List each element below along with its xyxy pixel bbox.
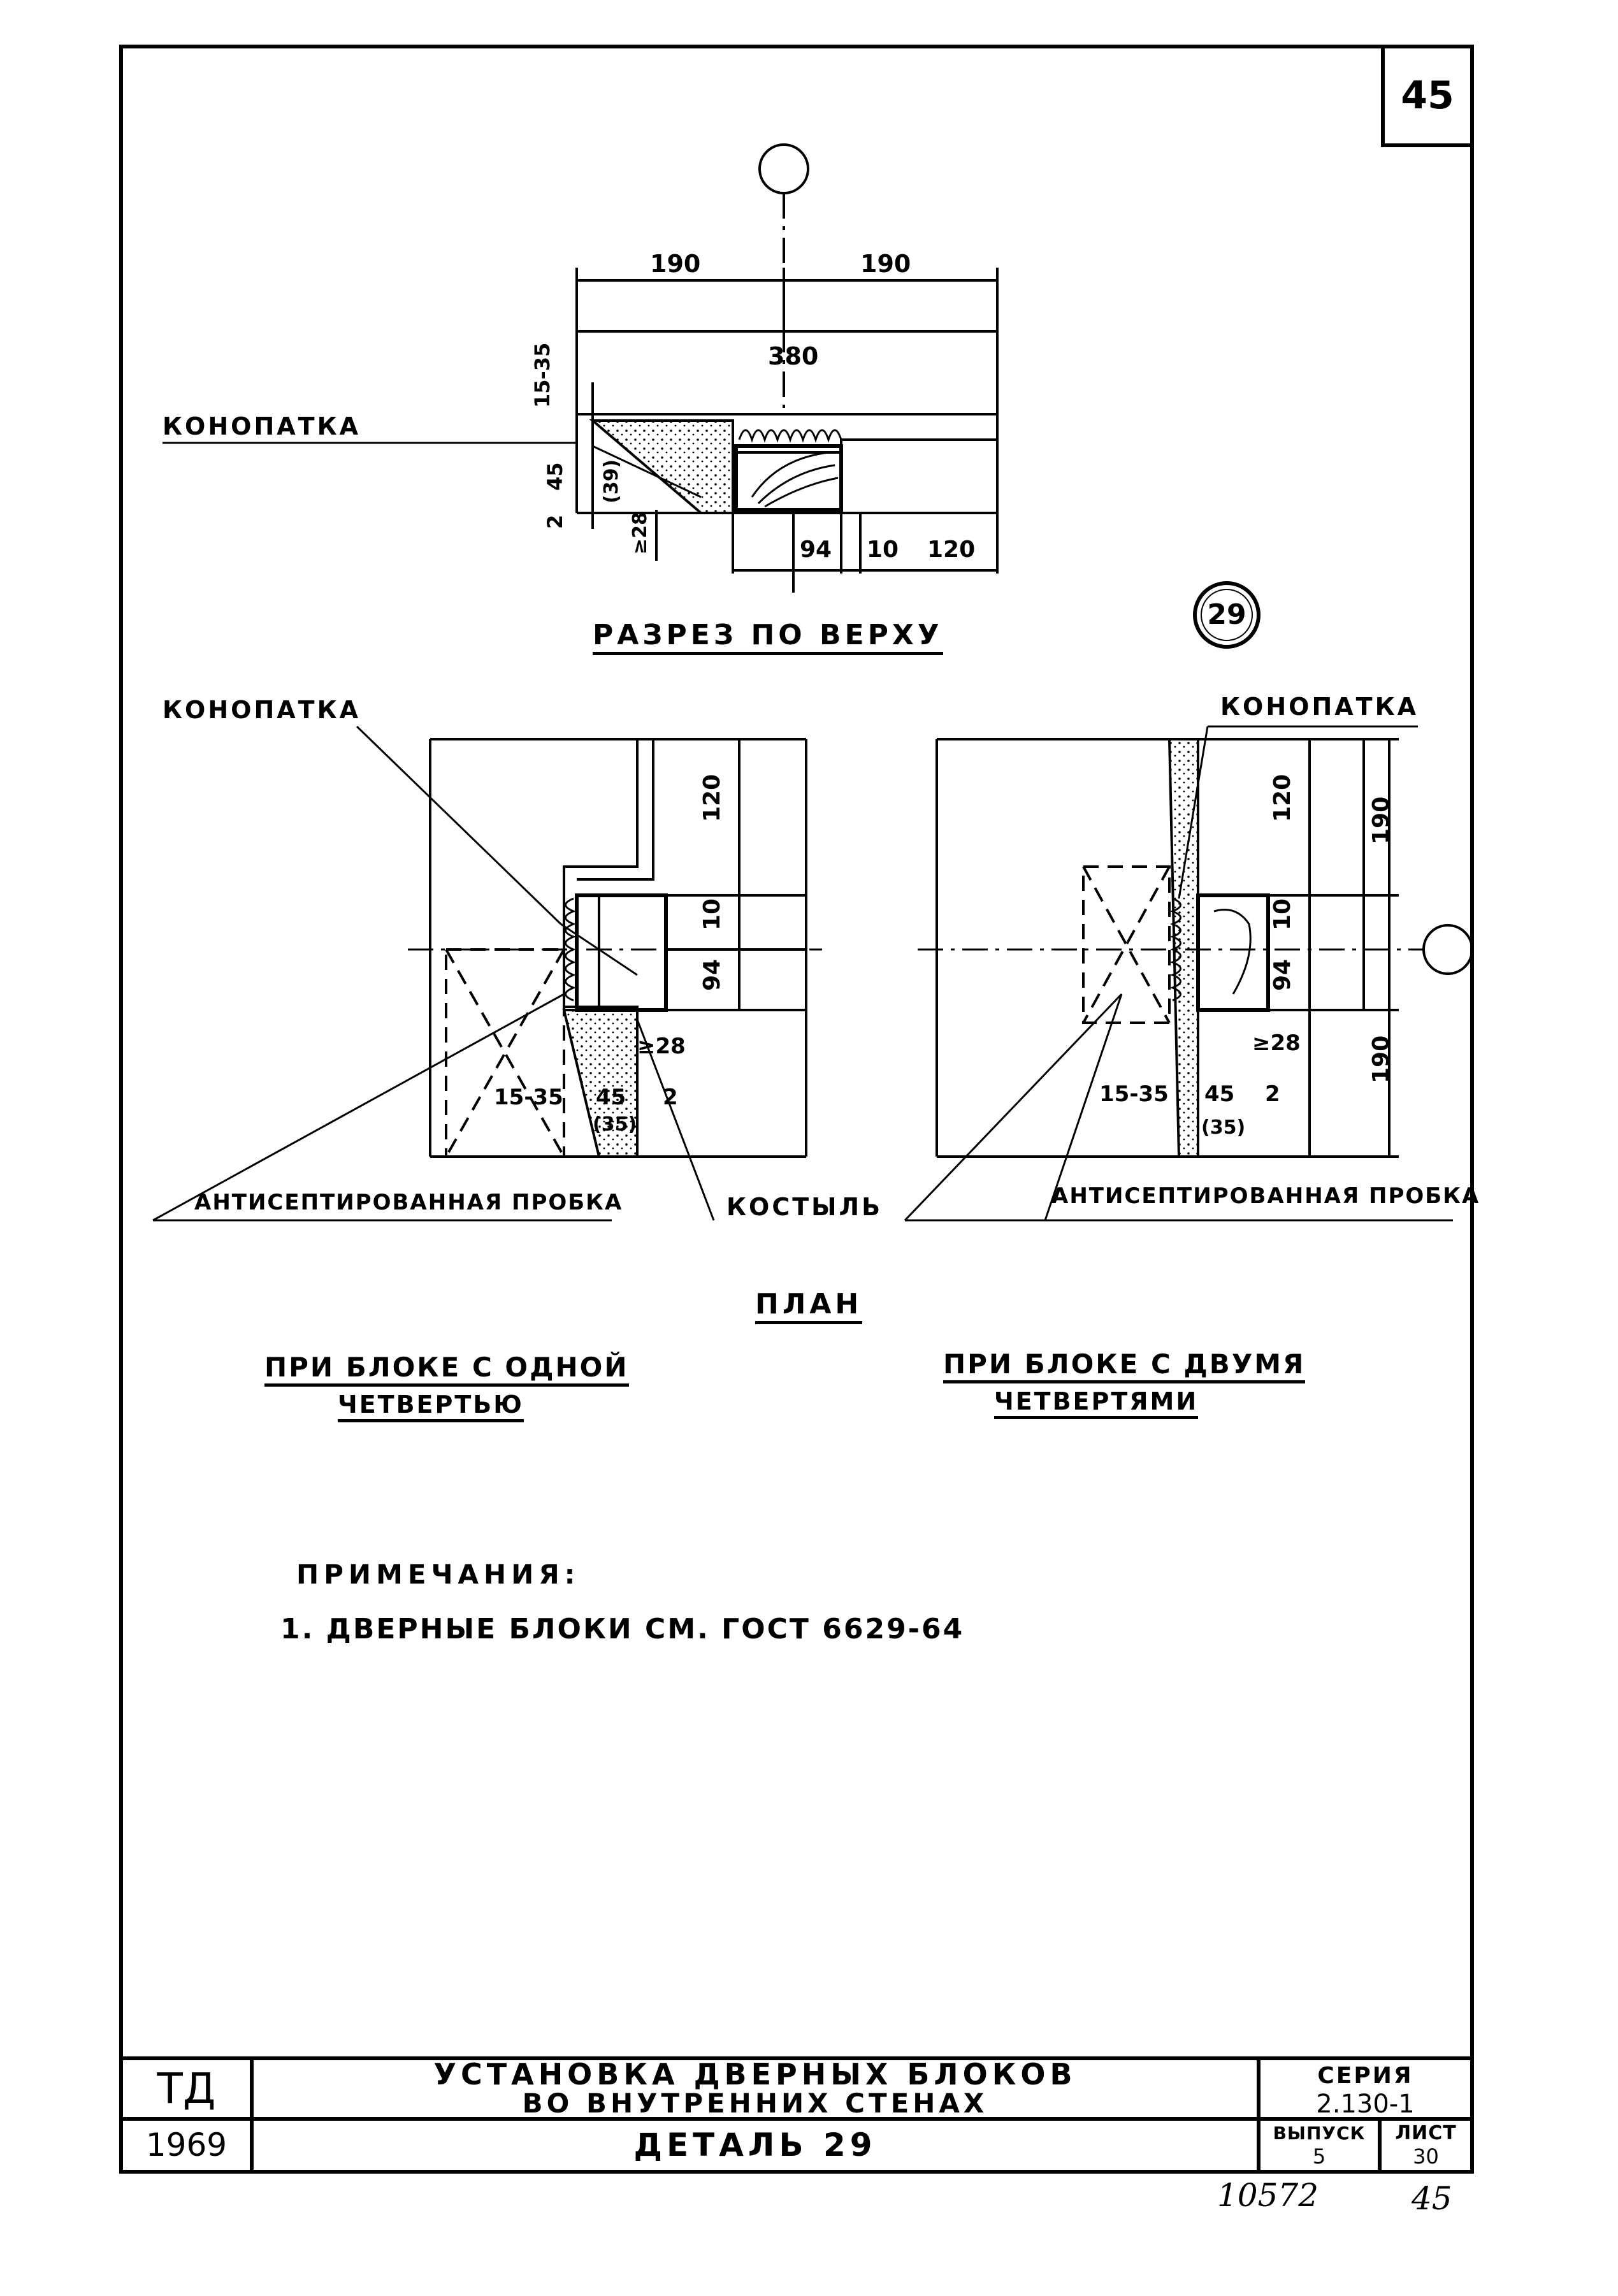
notes-heading: ПРИМЕЧАНИЯ: bbox=[296, 1559, 581, 1590]
org-code: ТД bbox=[157, 2063, 216, 2113]
dim-15-35: 15-35 bbox=[530, 342, 554, 408]
plan-left bbox=[152, 725, 822, 1222]
dim-94: 94 bbox=[800, 537, 832, 563]
plan-right-dim-35: (35) bbox=[1201, 1116, 1246, 1139]
plan-right-caulk-label: КОНОПАТКА bbox=[1220, 693, 1419, 721]
plan-right-caption-2: ЧЕТВЕРТЯМИ bbox=[994, 1389, 1199, 1419]
title-line-1: УСТАНОВКА ДВЕРНЫХ БЛОКОВ bbox=[433, 2056, 1077, 2091]
sheet-frame bbox=[119, 45, 1474, 2174]
plan-right-dim-28: ≥28 bbox=[1252, 1030, 1301, 1056]
section-top-view bbox=[163, 143, 999, 593]
series-value: 2.130-1 bbox=[1316, 2090, 1415, 2119]
footer-page-number: 45 bbox=[1412, 2180, 1452, 2217]
plan-title: ПЛАН bbox=[755, 1290, 863, 1324]
section-title: РАЗРЕЗ ПО ВЕРХУ bbox=[593, 621, 943, 655]
dim-190-right: 190 bbox=[860, 250, 911, 278]
plan-left-caption-2: ЧЕТВЕРТЬЮ bbox=[338, 1392, 524, 1422]
plan-right-dim-94: 94 bbox=[1269, 958, 1296, 991]
plan-right-dim-15-35: 15-35 bbox=[1099, 1081, 1169, 1107]
plan-right-dim-190b: 190 bbox=[1368, 1035, 1394, 1083]
dim-10: 10 bbox=[867, 537, 899, 563]
spike-label: КОСТЫЛЬ bbox=[726, 1193, 883, 1221]
dim-28: ≥28 bbox=[629, 512, 651, 554]
detail-marker-number: 29 bbox=[1207, 598, 1246, 631]
plan-right bbox=[904, 725, 1473, 1222]
plan-right-dim-190a: 190 bbox=[1368, 796, 1394, 844]
sheet-value: 30 bbox=[1413, 2144, 1439, 2169]
plan-left-plug-label: АНТИСЕПТИРОВАННАЯ ПРОБКА bbox=[194, 1190, 623, 1215]
dim-45: 45 bbox=[543, 462, 567, 491]
plan-left-dim-2: 2 bbox=[663, 1085, 678, 1110]
plan-right-dim-2: 2 bbox=[1265, 1081, 1280, 1107]
plan-left-dim-15-35: 15-35 bbox=[494, 1085, 563, 1110]
plan-left-dim-120: 120 bbox=[699, 774, 725, 822]
issue-label: ВЫПУСК bbox=[1273, 2123, 1366, 2144]
plan-left-caption-1: ПРИ БЛОКЕ С ОДНОЙ bbox=[264, 1354, 629, 1387]
plan-left-dim-35: (35) bbox=[593, 1113, 637, 1136]
plan-left-dim-94: 94 bbox=[699, 958, 725, 991]
sheet-number-box bbox=[1381, 45, 1474, 147]
plan-right-dim-120: 120 bbox=[1269, 774, 1296, 822]
plan-left-dim-45: 45 bbox=[596, 1085, 626, 1110]
title-line-2: ВО ВНУТРЕННИХ СТЕНАХ bbox=[522, 2087, 988, 2119]
detail-title: ДЕТАЛЬ 29 bbox=[633, 2126, 877, 2164]
plan-right-dim-10: 10 bbox=[1269, 898, 1296, 930]
year: 1969 bbox=[145, 2126, 228, 2164]
dim-190-left: 190 bbox=[650, 250, 701, 278]
notes-item-1: 1. ДВЕРНЫЕ БЛОКИ СМ. ГОСТ 6629-64 bbox=[280, 1613, 965, 1645]
issue-value: 5 bbox=[1312, 2144, 1326, 2169]
detail-marker-circle bbox=[1193, 581, 1260, 649]
dim-39: (39) bbox=[600, 459, 623, 503]
archive-number: 10572 bbox=[1217, 2177, 1319, 2214]
title-block-lines bbox=[121, 2056, 1472, 2172]
series-label: СЕРИЯ bbox=[1317, 2063, 1413, 2090]
section-caulk-label: КОНОПАТКА bbox=[163, 412, 361, 440]
plan-right-plug-label: АНТИСЕПТИРОВАННАЯ ПРОБКА bbox=[1051, 1183, 1480, 1209]
plan-left-dim-10: 10 bbox=[699, 898, 725, 930]
sheet-number: 45 bbox=[1401, 73, 1454, 118]
plan-right-dim-45: 45 bbox=[1204, 1081, 1235, 1107]
dim-380: 380 bbox=[768, 342, 819, 370]
plan-right-caption-1: ПРИ БЛОКЕ С ДВУМЯ bbox=[943, 1351, 1306, 1383]
axis-marker-circle bbox=[758, 143, 809, 194]
plan-left-dim-28: ≥28 bbox=[637, 1034, 686, 1059]
dim-2: 2 bbox=[543, 514, 567, 529]
plan-left-caulk-label: КОНОПАТКА bbox=[163, 696, 361, 724]
dim-120: 120 bbox=[927, 537, 976, 563]
sheet-label: ЛИСТ bbox=[1395, 2122, 1457, 2145]
